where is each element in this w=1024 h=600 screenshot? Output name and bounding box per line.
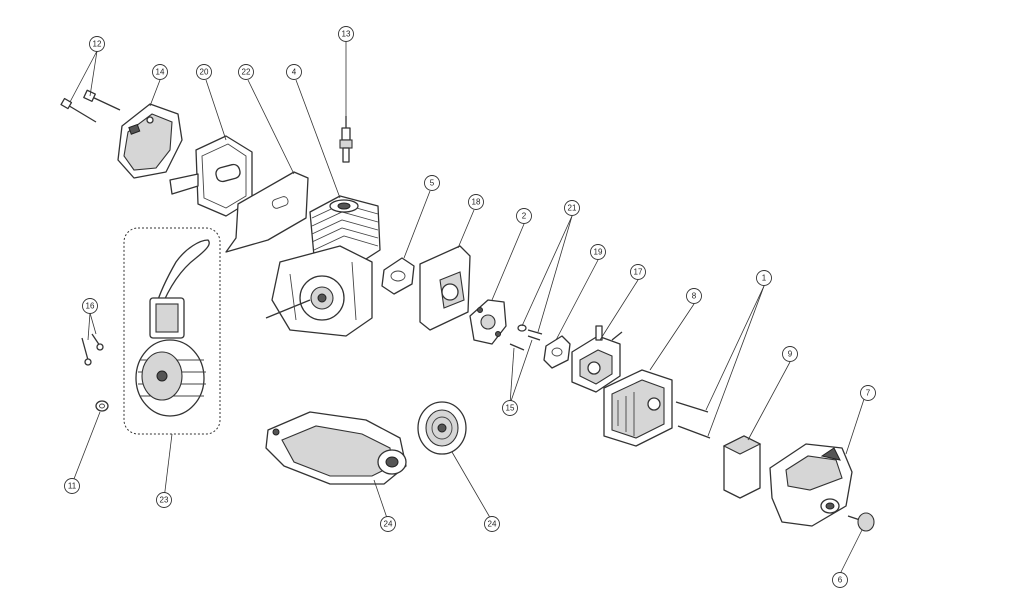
- callout-label: 15: [506, 404, 515, 413]
- part-2-insulator: [469, 299, 507, 345]
- part-9-air-filter: [722, 435, 762, 499]
- callout-12: 12: [89, 36, 105, 52]
- part-1-bolts: [675, 401, 711, 439]
- callout-label: 1: [762, 274, 767, 283]
- part-21-washers: [517, 324, 543, 335]
- part-16-screws: [81, 333, 104, 366]
- part-7-air-filter-cover: [769, 443, 853, 527]
- callout-label: 16: [86, 302, 95, 311]
- callout-15: 15: [502, 400, 518, 416]
- callout-label: 23: [160, 496, 169, 505]
- callout-label: 20: [200, 68, 209, 77]
- part-18-intake-plate: [419, 245, 471, 331]
- callout-label: 11: [68, 482, 77, 491]
- part-12-bolts: [60, 89, 121, 123]
- callout-22: 22: [238, 64, 254, 80]
- callout-24-pulley: 24: [484, 516, 500, 532]
- part-17-carburetor: [571, 325, 623, 393]
- callout-1: 1: [756, 270, 772, 286]
- callout-label: 24: [488, 520, 497, 529]
- callout-label: 2: [522, 212, 527, 221]
- part-11-washer: [95, 400, 109, 412]
- part-20-muffler: [169, 135, 253, 217]
- callout-11: 11: [64, 478, 80, 494]
- callout-label: 9: [788, 350, 793, 359]
- part-14-muffler-cover: [117, 103, 183, 179]
- callout-label: 17: [634, 268, 643, 277]
- callout-23: 23: [156, 492, 172, 508]
- part-5-gasket: [381, 257, 415, 295]
- part-4-engine-block: [265, 195, 381, 337]
- callout-label: 4: [292, 68, 297, 77]
- part-24-fuel-tank: [265, 411, 407, 485]
- part-23-ignition-flywheel: [123, 227, 221, 435]
- callout-label: 21: [568, 204, 577, 213]
- callout-label: 14: [156, 68, 165, 77]
- callout-21: 21: [564, 200, 580, 216]
- callout-label: 19: [594, 248, 603, 257]
- leader-lines: [69, 42, 867, 575]
- part-15-screws: [509, 335, 541, 351]
- callout-label: 7: [866, 389, 871, 398]
- callout-18: 18: [468, 194, 484, 210]
- callout-7: 7: [860, 385, 876, 401]
- part-22-heat-shield: [225, 171, 309, 253]
- callout-label: 12: [93, 40, 102, 49]
- part-8-air-filter-base: [603, 369, 673, 447]
- callout-6: 6: [832, 572, 848, 588]
- part-13-spark-plug: [339, 116, 353, 163]
- callout-label: 22: [242, 68, 251, 77]
- part-6-knob: [847, 512, 875, 532]
- callout-5: 5: [424, 175, 440, 191]
- part-19-carb-gasket: [543, 335, 571, 369]
- callout-8: 8: [686, 288, 702, 304]
- callout-2: 2: [516, 208, 532, 224]
- callout-13: 13: [338, 26, 354, 42]
- callout-label: 6: [838, 576, 843, 585]
- callout-label: 5: [430, 179, 435, 188]
- callout-label: 24: [384, 520, 393, 529]
- callout-17: 17: [630, 264, 646, 280]
- callout-label: 13: [342, 30, 351, 39]
- callout-24-tank: 24: [380, 516, 396, 532]
- part-24-starter-pulley: [417, 401, 467, 455]
- callout-19: 19: [590, 244, 606, 260]
- callout-16: 16: [82, 298, 98, 314]
- callout-9: 9: [782, 346, 798, 362]
- callout-label: 18: [472, 198, 481, 207]
- callout-20: 20: [196, 64, 212, 80]
- callout-label: 8: [692, 292, 697, 301]
- callout-4: 4: [286, 64, 302, 80]
- callout-14: 14: [152, 64, 168, 80]
